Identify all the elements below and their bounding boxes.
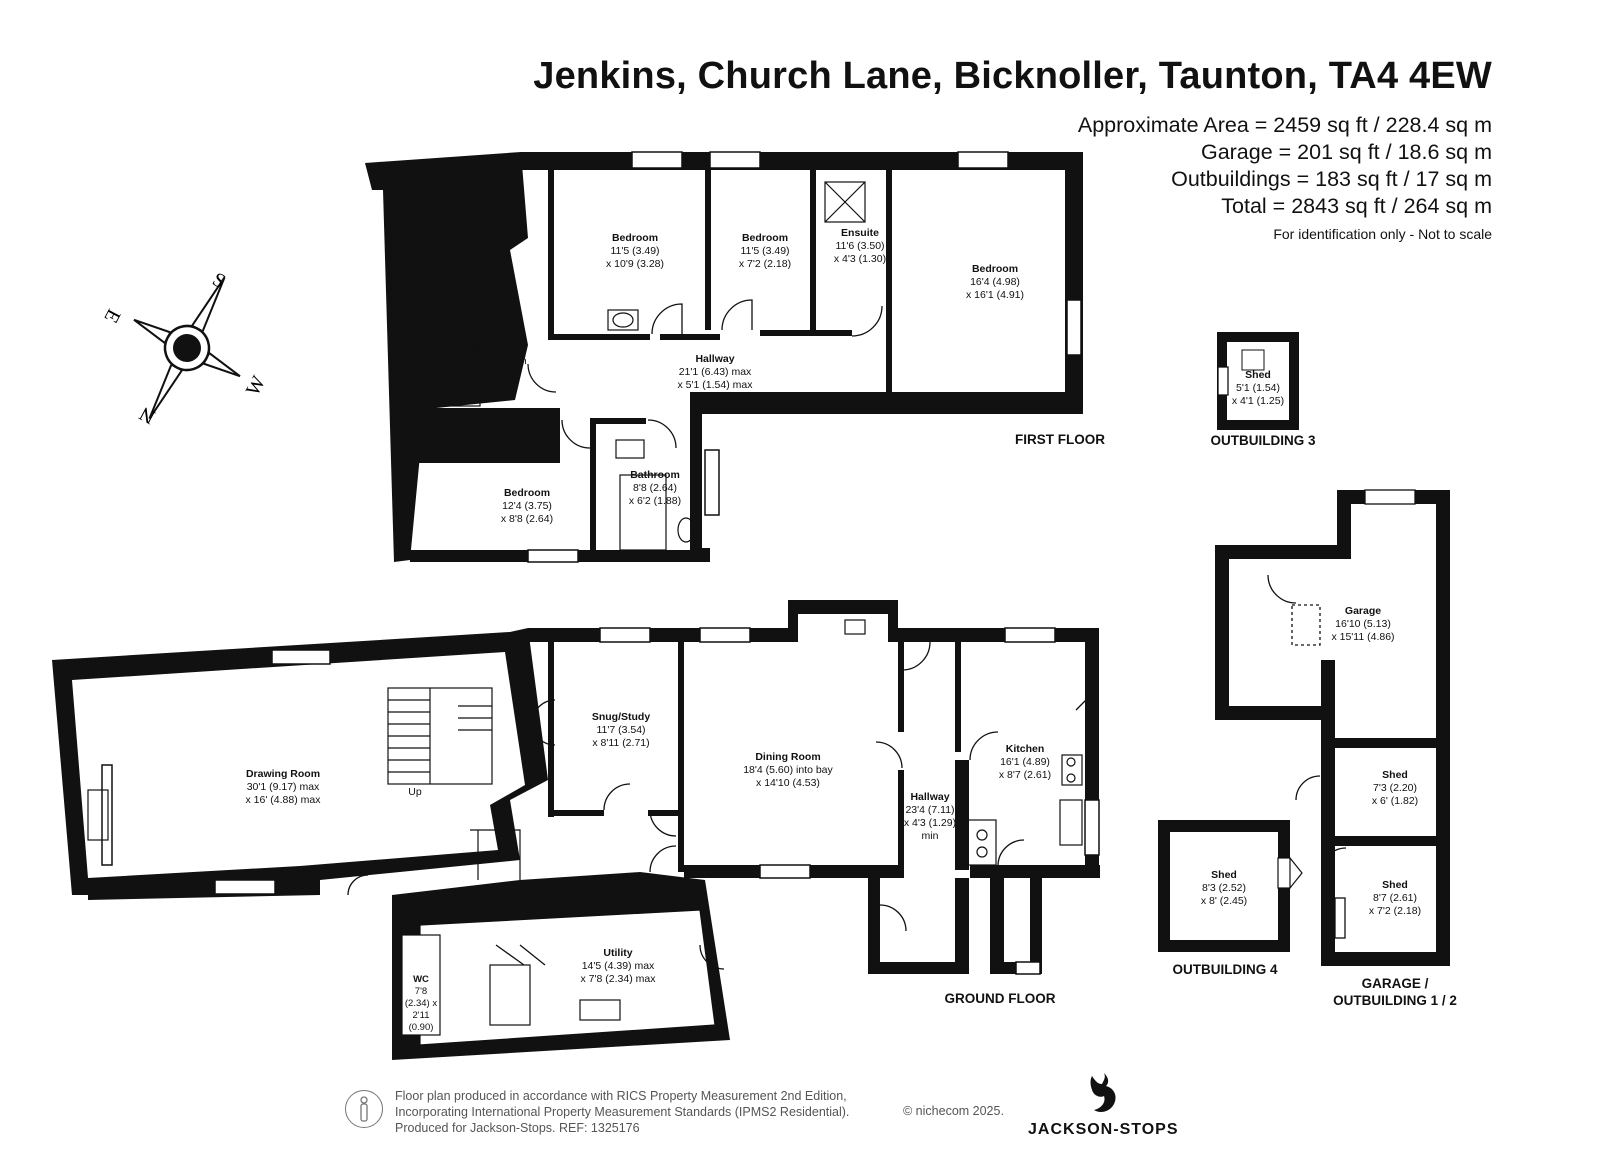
outbuilding-3-label: OUTBUILDING 3 <box>1210 433 1315 448</box>
compass-s: S <box>209 268 229 293</box>
footer-line2: Incorporating International Property Mea… <box>395 1105 850 1119</box>
outbuilding-3 <box>1217 332 1299 430</box>
compass-w: W <box>242 372 270 399</box>
gf-dining-name: Dining Room <box>755 751 820 763</box>
gf-snug-name: Snug/Study <box>592 711 650 723</box>
first-floor-walls <box>365 152 1083 562</box>
ob-shed2-name: Shed <box>1382 879 1408 891</box>
floor-labels: FIRST FLOOR GROUND FLOOR OUTBUILDING 3 O… <box>945 432 1457 1008</box>
stairs-down-label: Down <box>472 241 501 253</box>
ff-ensuite-name: Ensuite <box>841 227 879 239</box>
ob3-shed-name: Shed <box>1245 369 1271 381</box>
utility-interior <box>401 909 716 1046</box>
outbuilding-4 <box>1158 820 1303 952</box>
ob4-shed-name: Shed <box>1211 869 1237 881</box>
ob-garage-name: Garage <box>1345 605 1381 617</box>
compass-icon <box>133 276 241 420</box>
compass-e: E <box>99 305 124 326</box>
first-floor-doors <box>527 299 883 449</box>
ground-floor-fixtures <box>87 619 1083 1026</box>
gf-drawing-name: Drawing Room <box>246 768 320 780</box>
ff-bed1-name: Bedroom <box>612 232 658 244</box>
stairs-up-label: Up <box>408 786 422 798</box>
ff-hallway-name: Hallway <box>695 353 734 365</box>
garage-label-line2: OUTBUILDING 1 / 2 <box>1333 993 1457 1008</box>
brand-name: JACKSON-STOPS <box>1028 1121 1179 1138</box>
ground-floor-doors <box>347 641 1097 970</box>
property-title: Jenkins, Church Lane, Bicknoller, Taunto… <box>533 55 1492 97</box>
ff-bath-name: Bathroom <box>630 469 680 481</box>
garage-outbuilding <box>1215 490 1450 966</box>
ff-bed4-name: Bedroom <box>504 487 550 499</box>
person-icon <box>345 1090 383 1128</box>
rics-footer: Floor plan produced in accordance with R… <box>395 1088 849 1136</box>
area-outbuildings: Outbuildings = 183 sq ft / 17 sq m <box>1171 167 1492 191</box>
footer-line3: Produced for Jackson-Stops. REF: 1325176 <box>395 1121 640 1135</box>
ob-shed1-name: Shed <box>1382 769 1408 781</box>
ground-floor-windows <box>101 627 1100 975</box>
gf-hallway-name: Hallway <box>910 791 949 803</box>
garage-label-line1: GARAGE / <box>1362 976 1429 991</box>
area-summary: Approximate Area = 2459 sq ft / 228.4 sq… <box>1078 112 1492 244</box>
drawing-room-floor <box>72 652 525 878</box>
svg-text:WC7'8(2.34) x2'11(0.90): WC7'8(2.34) x2'11(0.90) <box>405 974 437 1033</box>
first-floor-stairs <box>391 195 481 407</box>
ff-bed2-name: Bedroom <box>742 232 788 244</box>
outbuilding-4-label: OUTBUILDING 4 <box>1172 962 1277 977</box>
ground-floor-label: GROUND FLOOR <box>945 991 1056 1006</box>
ff-landing-name: Landing <box>468 329 509 341</box>
ground-floor-stairs <box>387 687 521 880</box>
area-garage: Garage = 201 sq ft / 18.6 sq m <box>1200 140 1492 164</box>
first-floor-windows <box>527 151 1082 563</box>
garage-details <box>1267 489 1416 939</box>
gf-utility-name: Utility <box>603 947 632 959</box>
first-floor-fixtures <box>607 181 866 551</box>
stag-logo-icon <box>1090 1073 1116 1112</box>
area-total: Total = 2843 sq ft / 264 sq m <box>1221 194 1492 218</box>
gf-wc-name: WC <box>413 974 429 985</box>
scale-note: For identification only - Not to scale <box>1273 226 1492 242</box>
first-floor-label: FIRST FLOOR <box>1015 432 1105 447</box>
area-approx: Approximate Area = 2459 sq ft / 228.4 sq… <box>1077 113 1492 137</box>
gf-kitchen-name: Kitchen <box>1006 743 1045 755</box>
footer-line1: Floor plan produced in accordance with R… <box>395 1089 847 1103</box>
copyright: © nichecom 2025. <box>903 1104 1004 1118</box>
ff-bed3-name: Bedroom <box>972 263 1018 275</box>
